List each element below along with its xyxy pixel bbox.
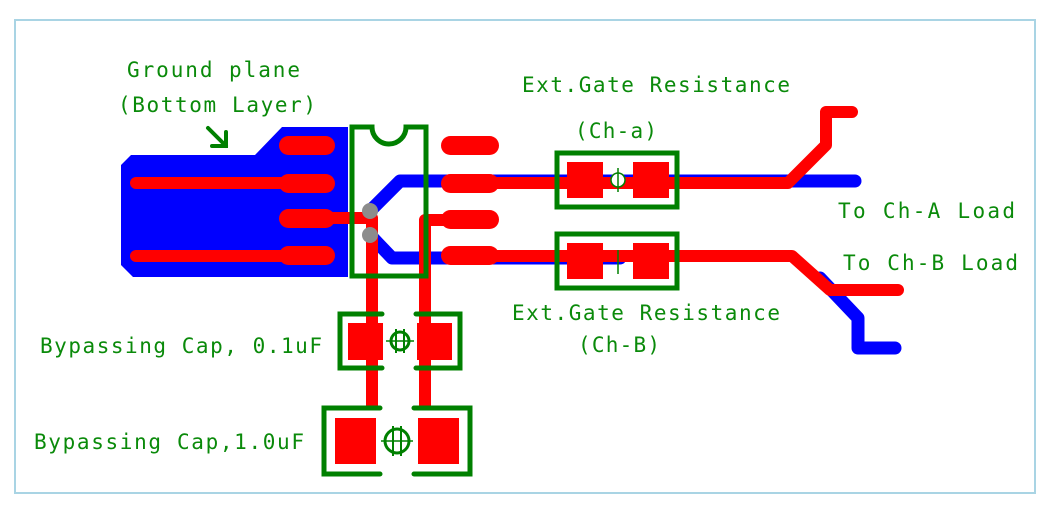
via-1 <box>362 203 378 219</box>
ic-pad-7 <box>441 174 499 193</box>
arrow-icon <box>206 126 228 148</box>
label-cap-large: Bypassing Cap,1.0uF <box>34 430 304 454</box>
ic-outline <box>349 124 429 279</box>
label-ch-b: (Ch-B) <box>578 333 660 357</box>
bottom-trace-ch-b-out <box>813 271 902 355</box>
gate-resistor-ch-a <box>554 150 680 210</box>
ic-pad-1 <box>279 136 335 155</box>
ic-pad-4 <box>279 246 335 265</box>
gate-resistor-ch-b <box>554 231 680 291</box>
label-bottom-layer: (Bottom Layer) <box>118 93 316 117</box>
ic-pad-6 <box>441 210 499 229</box>
label-cap-small: Bypassing Cap, 0.1uF <box>40 334 322 358</box>
label-gate-res-b: Ext.Gate Resistance <box>512 301 780 325</box>
label-gate-res-a: Ext.Gate Resistance <box>522 73 790 97</box>
label-ch-a: (Ch-a) <box>575 119 657 143</box>
bypass-cap-0-1uf <box>337 311 463 371</box>
bypass-cap-1-0uf <box>321 405 473 477</box>
ground-plane <box>121 127 348 277</box>
label-ground-plane: Ground plane <box>127 58 300 82</box>
ic-pad-2 <box>279 174 335 193</box>
top-trace-ch-a <box>489 106 858 189</box>
ic-pad-8 <box>441 136 499 155</box>
ic-pad-3 <box>279 209 335 228</box>
ic-pad-5 <box>441 246 499 265</box>
via-2 <box>362 227 378 243</box>
